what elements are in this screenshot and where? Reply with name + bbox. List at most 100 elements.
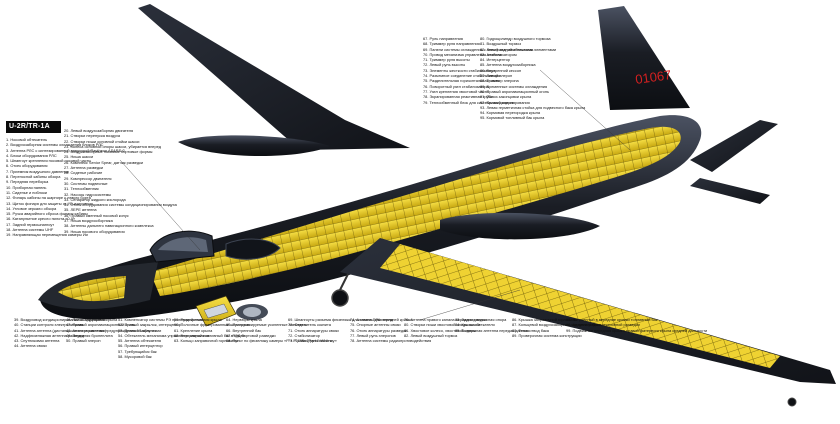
nose-radar-bay — [58, 276, 126, 302]
right-horizontal-stabilizer — [690, 178, 770, 204]
legend-item: 81. Воздушный тормоз — [480, 41, 522, 47]
legend-item: 74. Антенна ЭРА передней кромки — [350, 317, 413, 322]
legend-item: 27. Антенна разведки — [64, 165, 103, 171]
legend-column-n: 86. Крышка заправочной горловины 87. Кол… — [512, 317, 601, 338]
legend-item: 70. Привод механизма управления стабилиз… — [423, 51, 517, 57]
tail-number-text: 01067 — [634, 67, 672, 87]
legend-item: 46. Полоз законцовки крыла — [66, 317, 118, 322]
legend-item: 79. Антенна правого канала передачи данн… — [404, 317, 488, 322]
legend-item: 28. Сиденье рабочие — [64, 170, 103, 176]
legend-item: 82. Левый воздушный тормоз — [404, 332, 458, 338]
legend-item: 30. Системы подвесные — [64, 180, 108, 186]
legend-item: 86. Крышка заправочной горловины — [512, 317, 578, 322]
legend-item: 20. Левый воздухозаборник двигателя — [64, 128, 134, 133]
legend-item: 51. Компенсатор системы РЭ противодейств… — [118, 317, 204, 322]
legend-item: 80. Створки ниши хвостовой опоры шасси — [404, 322, 481, 328]
legend-item: 4. Блоки оборудования РЛС — [6, 152, 57, 158]
legend-item: 87. Кольцевой воздухозаборник наддувного… — [512, 322, 601, 328]
legend-item: 85. Антенна воздухозаборника — [480, 62, 536, 68]
legend-item: 29. Компрессор двигателя — [64, 175, 112, 181]
legend-item: 41. Антенна антенна (дистанционного упра… — [14, 327, 107, 333]
legend-column-d: 80. Гидроцилиндр воздушного тормоза 81. … — [480, 36, 585, 121]
legend-item: 60. Полочные фрезерованные шпангоуты — [174, 322, 250, 328]
legend-column-j: 69. Шпангоуты разъема фюзеляжа для замен… — [288, 317, 393, 343]
legend-item: 17. Задний гермошпангоут — [6, 221, 55, 227]
legend-item: 85. Выдвижная антенна передач данных — [455, 327, 529, 333]
legend-item: 72. Стабилизатор — [288, 332, 320, 338]
legend-item: 86. Внутренний кессон — [480, 67, 522, 73]
legend-item: 63. Кольцо заправочной горловины — [174, 338, 238, 344]
camera-unit-inset — [236, 304, 268, 320]
legend-item: 9. Передняя переборка — [6, 179, 49, 185]
legend-item: 68. Пульт по фюзеляжу камеры «Р + Р-15В»… — [226, 338, 337, 344]
legend-item: 65. Программируемые усиленные элементы — [226, 322, 307, 328]
legend-item: 70. Отделитель кокпита — [288, 322, 331, 328]
legend-item: 89. Проверочная система конструкции — [512, 332, 582, 338]
right-wing-structure — [380, 244, 780, 368]
canopy-glass — [158, 237, 208, 252]
legend-item: 54. Обтекатель механизма управления закр… — [118, 332, 210, 338]
legend-item: 80. Гидроцилиндр воздушного тормоза — [480, 36, 551, 41]
legend-item: 1. Носовой обтекатель — [6, 137, 48, 142]
legend-item: 36. Правый сменный носовой конус — [64, 212, 129, 218]
legend-item: 8. Переносной кабины обзора — [6, 174, 61, 180]
legend-item: 66. Внутренний бак — [226, 327, 262, 333]
legend-column-h: 59. Рули крепления крыла 60. Полочные фр… — [174, 317, 250, 344]
legend-column-k: 74. Антенна ЭРА передней кромки 75. Опор… — [350, 317, 431, 343]
legend-item: 44. Антенна связи — [14, 343, 47, 349]
legend-item: 71. Отсек аппаратуры связи — [288, 327, 339, 333]
legend-item: 25. Ниша шасси — [64, 154, 94, 160]
left-horizontal-stabilizer — [690, 120, 778, 172]
legend-item: 19. Направляющая перемещения камеры Ии — [6, 232, 88, 238]
legend-item: 42. Надфюзеляжная антенна разведки — [14, 332, 85, 338]
legend-column-l: 79. Антенна правого канала передачи данн… — [404, 317, 488, 338]
legend-item: 90. Правый аэронавигационный огонь — [480, 88, 550, 94]
legend-item: 23. Колеса основной опоры шасси, убирает… — [64, 143, 161, 149]
legend-item: 2. Воздухозаборник системы охлаждения бл… — [6, 142, 104, 148]
legend-item: 33. Сепаратор жидкого кислорода — [64, 196, 126, 202]
legend-item: 57. Требующийся бак — [118, 348, 157, 354]
legend-item: 6. Отсек оборудования — [6, 163, 48, 169]
legend-item: 26. Комплекс Senior Spear, датчик развед… — [64, 159, 143, 165]
legend-item: 15. Ручка аварийного сброса фонаря кабин… — [6, 211, 88, 217]
legend-item: 77. Узел крепления хвостовой части — [423, 88, 489, 94]
legend-item: 38. Антенны дальнего навигационного комп… — [64, 223, 154, 229]
legend-item: 72. Левый руль высоты — [423, 62, 466, 68]
legend-item: 78. Экранированная реактивная труба — [423, 94, 493, 100]
legend-item: 87. Левый элерон — [480, 73, 513, 79]
legend-item: 62. Внутренний топливный бак в крыле — [174, 332, 246, 338]
fuselage-cutaway-structure — [150, 126, 681, 297]
legend-item: 68. Триммер руля направления — [423, 41, 480, 47]
legend-item: 11. Сиденье и поблоки — [6, 189, 47, 195]
diagram-title: U-2R/TR-1A — [6, 121, 61, 133]
legend-item: 99. Подвижная передняя кромка правой фат… — [566, 327, 708, 333]
legend-item: 98. Антенна радиоэлектронной разведки — [566, 322, 640, 328]
legend-item: 88. Триммер элерона — [480, 78, 519, 84]
legend-item: 89. Временные системы охлаждения — [480, 83, 548, 89]
legend-item: 24. Воздухозаборные носимые бортовые фор… — [64, 149, 153, 155]
left-wing — [138, 4, 410, 150]
vertical-stabilizer — [598, 6, 690, 110]
legend-item: 61. Крепление крыла — [174, 327, 213, 333]
legend-item: 76. Поворотный узел стабилизатора — [423, 83, 489, 89]
legend-item: 83. Задняя подкосная опора — [455, 317, 507, 322]
legend-item: 91. Полоз законцовки крыла — [480, 94, 532, 100]
legend-item: 81. Хвостовое колесо, хвостовой опоры — [404, 327, 476, 333]
main-landing-gear-wheel — [331, 289, 349, 307]
legend-item: 92. Правый элерон — [480, 99, 515, 105]
legend-item: 83. Антенна — [480, 51, 502, 57]
legend-item: 49. Передняя бронеплита — [66, 332, 113, 338]
legend-item: 77. Левый руль элеронов — [350, 332, 396, 338]
legend-item: 75. Разделительная горизонтальная часть — [423, 78, 500, 84]
legend-item: 7. Приемник воздушного давления — [6, 168, 69, 174]
legend-item: 13. Щиток фонаря для защиты от УВ-излуче… — [6, 200, 93, 206]
legend-column-o: 97. Встроенный в передние кромки топливн… — [566, 317, 708, 333]
legend-item: 14. Угловое зеркало обзора — [6, 205, 57, 211]
legend-item: 75. Опорные антенны связи — [350, 322, 401, 328]
tail-wheel — [787, 397, 797, 407]
legend-item: 35. ЛЕРЕ антенна — [64, 207, 97, 213]
legend-item: 76. Отсек аппаратуры разведки — [350, 327, 408, 333]
legend-column-f: 46. Полоз законцовки крыла 47. Правый аэ… — [66, 317, 161, 343]
